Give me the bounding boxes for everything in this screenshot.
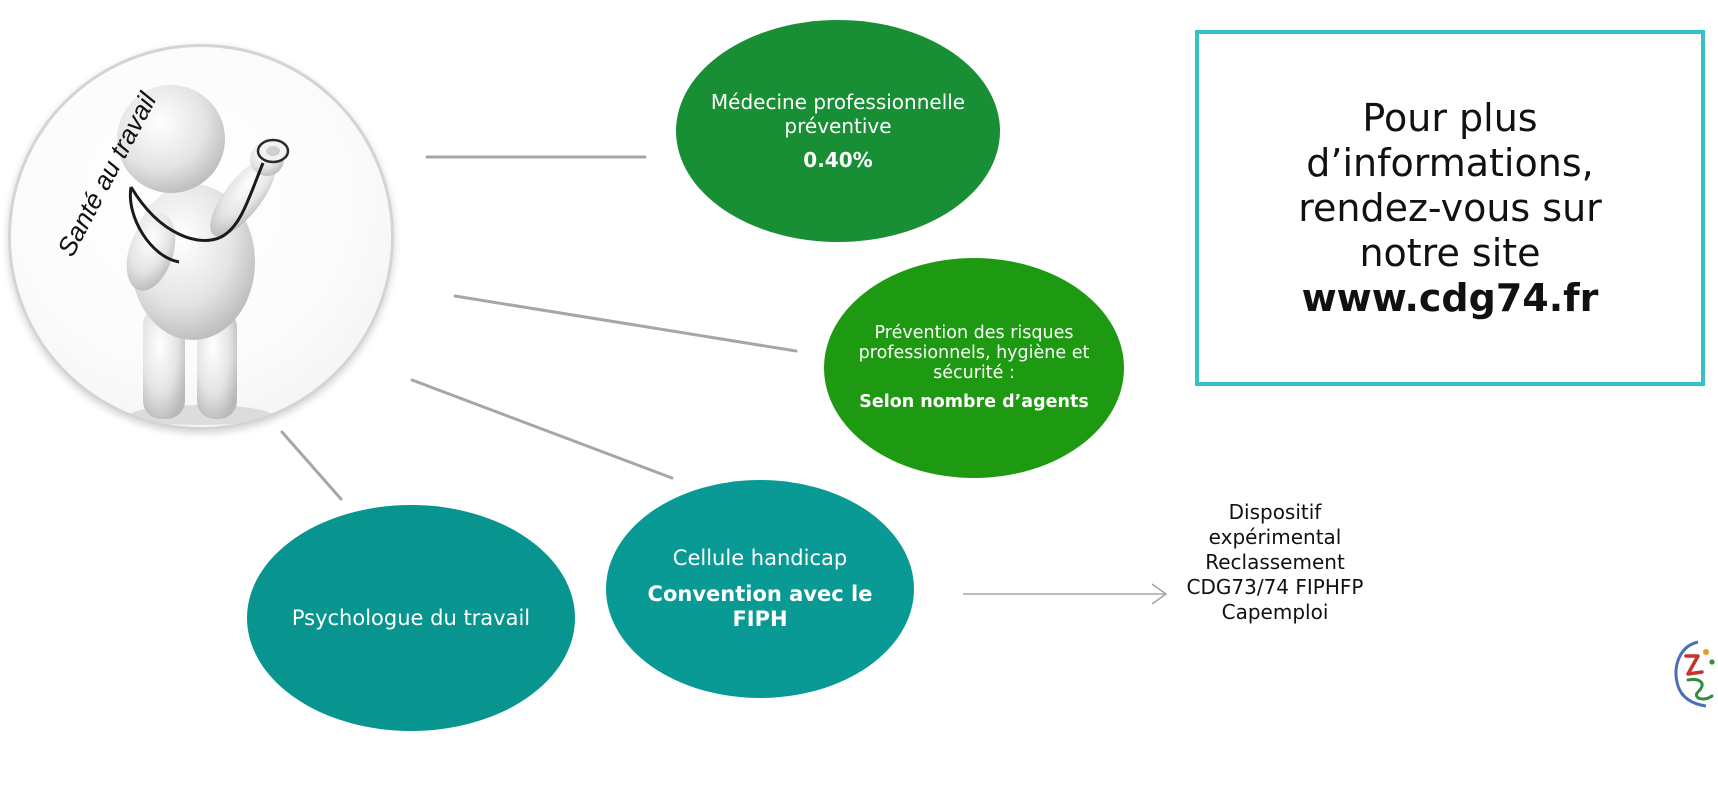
node-cellule-handicap: Cellule handicap Convention avec le FIPH: [606, 480, 914, 698]
dispositif-line-1: Dispositif: [1228, 500, 1322, 524]
info-line-4: notre site: [1359, 230, 1541, 275]
node-prevention-title: Prévention des risques professionnels, h…: [858, 323, 1090, 383]
dispositif-line-2: expérimental: [1208, 525, 1342, 549]
stethoscope-figure-icon: [117, 85, 290, 425]
node-medecine-title: Médecine professionnelle préventive: [710, 90, 966, 138]
connector-cellule: [410, 378, 674, 480]
connector-prevention: [453, 294, 798, 353]
dispositif-text: Dispositif expérimental Reclassement CDG…: [1180, 500, 1370, 625]
organization-logo-icon: [1674, 640, 1715, 708]
info-line-3: rendez-vous sur: [1298, 185, 1602, 230]
dispositif-line-4: CDG73/74 FIPHFP: [1186, 575, 1364, 599]
info-box: Pour plus d’informations, rendez-vous su…: [1195, 30, 1705, 386]
node-medecine-detail: 0.40%: [803, 148, 873, 172]
hub-circle-sante-au-travail: Santé au travail: [8, 44, 394, 430]
node-psychologue-du-travail: Psychologue du travail: [247, 505, 575, 731]
node-medecine-preventive: Médecine professionnelle préventive 0.40…: [676, 20, 1000, 242]
node-cellule-detail: Convention avec le FIPH: [647, 582, 873, 631]
dispositif-line-3: Reclassement: [1205, 550, 1345, 574]
arrow-dispositif: [963, 583, 1168, 605]
info-line-2: d’informations,: [1306, 140, 1594, 185]
connector-psychologue: [280, 430, 343, 501]
dispositif-line-5: Capemploi: [1221, 600, 1329, 624]
website-link[interactable]: www.cdg74.fr: [1301, 275, 1599, 320]
node-prevention-risques: Prévention des risques professionnels, h…: [824, 258, 1124, 478]
node-psychologue-title: Psychologue du travail: [291, 605, 531, 630]
info-line-1: Pour plus: [1362, 95, 1538, 140]
node-prevention-detail: Selon nombre d’agents: [859, 392, 1089, 412]
node-cellule-title: Cellule handicap: [672, 546, 848, 570]
